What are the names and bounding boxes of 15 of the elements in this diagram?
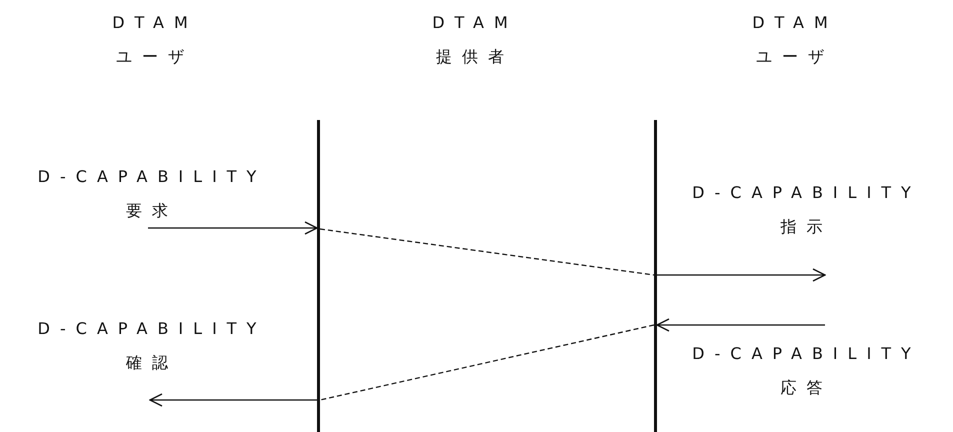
entity-time-line: [654, 120, 657, 432]
primitive-label: D-CAPABILITY 応答: [660, 325, 953, 425]
column-heading: DTAM ユーザ: [111, 12, 199, 68]
arrow: [149, 393, 317, 407]
dashed-line: [320, 324, 654, 401]
arrow: [657, 268, 826, 282]
arrow: [656, 318, 825, 332]
dashed-line: [320, 228, 654, 276]
primitive-label: D-CAPABILITY 要求: [2, 160, 302, 228]
primitive-label: D-CAPABILITY 指示: [660, 176, 953, 275]
entity-time-line: [317, 120, 320, 432]
column-heading: DTAM ユーザ: [751, 12, 839, 68]
primitive-label: D-CAPABILITY 確認: [2, 312, 302, 416]
column-heading: DTAM 提供者: [431, 12, 519, 68]
arrow: [148, 221, 318, 235]
